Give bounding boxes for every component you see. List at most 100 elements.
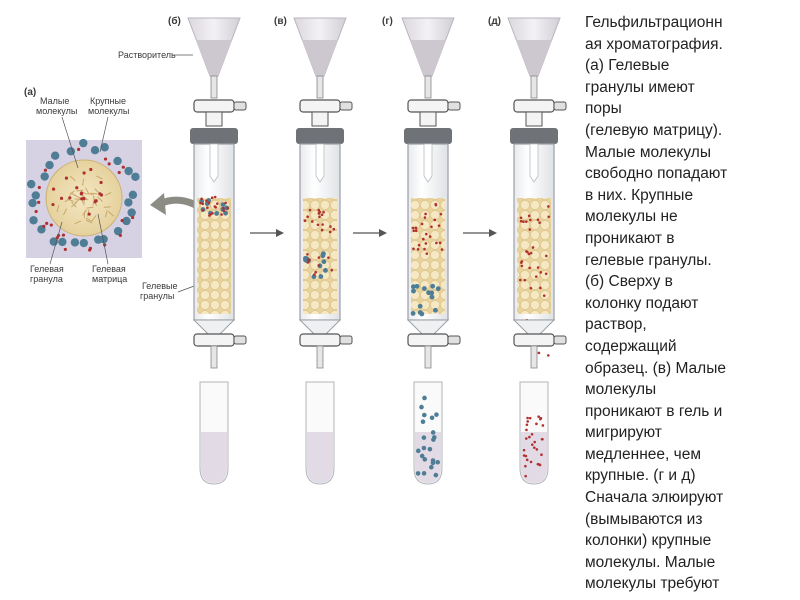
- small-molecule: [329, 225, 332, 228]
- small-molecule: [534, 275, 538, 278]
- small-molecule: [77, 147, 81, 152]
- inlet-tube: [529, 143, 539, 183]
- column-tip: [298, 319, 342, 335]
- stopcock-handle: [447, 335, 461, 345]
- large-molecule: [90, 145, 100, 155]
- small-molecule: [433, 218, 437, 222]
- small-molecule: [525, 250, 528, 253]
- inlet-tube: [315, 143, 325, 183]
- connector: [525, 111, 543, 127]
- stopcock-handle: [233, 335, 247, 345]
- small-molecule: [68, 196, 72, 200]
- small-molecule: [213, 205, 217, 208]
- small-molecule: [438, 241, 442, 245]
- large-molecule: [66, 147, 76, 156]
- leader-gel-granule: [49, 221, 63, 265]
- small-molecule: [524, 437, 528, 440]
- small-molecule: [539, 271, 543, 274]
- large-molecule: [28, 198, 37, 208]
- large-molecule: [429, 464, 434, 470]
- small-molecule: [526, 420, 530, 423]
- magnified-molecules: [27, 138, 140, 252]
- large-molecule: [27, 179, 36, 189]
- gel-matrix-strand: [79, 190, 87, 195]
- leader-gel-matrix: [97, 213, 109, 265]
- small-molecule: [205, 206, 209, 210]
- small-molecule: [524, 220, 528, 223]
- gel-bed: [303, 198, 337, 314]
- panel-label-g: (г): [382, 16, 393, 27]
- small-molecule: [525, 428, 528, 432]
- small-molecule: [428, 235, 432, 238]
- small-molecule: [536, 218, 540, 222]
- label-gel-matrix-2: матрица: [92, 274, 127, 284]
- panel-label-a: (а): [24, 87, 36, 98]
- small-molecule: [82, 197, 86, 201]
- gel-matrix-strand: [71, 201, 77, 208]
- small-molecule: [529, 460, 533, 464]
- small-molecule: [118, 233, 122, 238]
- small-molecule: [103, 157, 108, 161]
- gel-matrix-strand: [96, 175, 103, 180]
- small-molecule: [412, 247, 415, 251]
- solvent-liquid: [302, 40, 338, 76]
- small-molecule: [318, 215, 321, 219]
- step-arrow-2-head: [379, 229, 387, 237]
- large-molecule: [128, 190, 138, 200]
- small-molecule: [533, 446, 536, 449]
- small-molecule: [317, 208, 321, 212]
- solvent-liquid: [196, 40, 232, 76]
- small-molecule: [520, 264, 524, 268]
- small-molecule: [320, 213, 324, 217]
- large-molecule: [421, 445, 427, 451]
- solvent-liquid: [410, 40, 446, 76]
- funnel-stem: [210, 75, 218, 99]
- label-gel-granule-1: Гелевая: [30, 264, 64, 274]
- gel-matrix-strand: [74, 198, 81, 204]
- small-molecule: [523, 278, 527, 282]
- small-molecule: [213, 195, 217, 199]
- gel-matrix-strand: [74, 220, 82, 225]
- label-solvent: Растворитель: [118, 50, 176, 60]
- small-molecule: [416, 248, 420, 251]
- stopcock-handle: [339, 101, 353, 111]
- small-molecule: [316, 223, 320, 227]
- eluate: [415, 432, 441, 483]
- large-molecule: [94, 235, 103, 244]
- small-molecule: [89, 167, 93, 172]
- gel-matrix-strand: [81, 194, 88, 200]
- step-arrows: [250, 229, 497, 237]
- column-cap: [404, 128, 452, 144]
- small-molecule: [527, 252, 531, 256]
- small-molecule: [544, 254, 548, 258]
- small-molecule: [414, 226, 418, 230]
- bottom-stopcock: [299, 333, 341, 347]
- small-molecule: [430, 225, 433, 229]
- small-molecule: [64, 176, 69, 180]
- gel-matrix-strand: [82, 209, 87, 216]
- large-molecule: [430, 460, 436, 466]
- small-molecule: [536, 462, 540, 466]
- small-molecule: [98, 192, 102, 196]
- gel-matrix-strand: [56, 204, 60, 212]
- column-cap: [296, 128, 344, 144]
- large-molecule: [50, 151, 60, 160]
- gel-matrix-strand: [86, 193, 94, 195]
- small-molecule: [538, 221, 541, 224]
- small-molecule: [539, 417, 542, 421]
- small-molecule: [422, 237, 425, 241]
- gel-matrix-strand: [81, 178, 85, 186]
- small-molecule: [80, 191, 84, 195]
- large-molecule: [79, 238, 89, 248]
- gel-filtration-diagram: (а) Малые молекулы Крупные молекулы Геле…: [24, 15, 567, 485]
- gel-matrix-strand: [103, 206, 111, 208]
- connector: [311, 111, 329, 127]
- large-molecule: [430, 283, 436, 289]
- small-molecule: [519, 219, 523, 223]
- large-molecule: [113, 226, 123, 236]
- small-molecule: [525, 458, 529, 462]
- small-molecule: [328, 230, 332, 234]
- small-molecule: [327, 256, 330, 259]
- gel-matrix-strand: [74, 194, 81, 199]
- small-molecule: [541, 437, 544, 441]
